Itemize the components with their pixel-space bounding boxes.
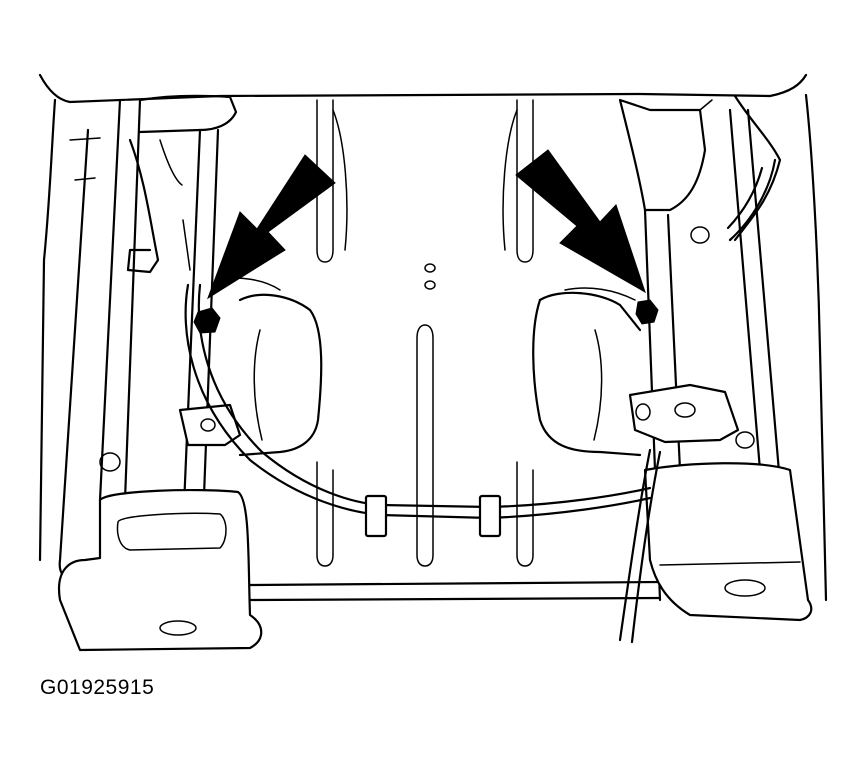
seat-pan-outline (38, 73, 828, 602)
arrow-down-left-icon (207, 154, 336, 300)
seat-frame-illustration (38, 73, 828, 652)
seat-bolt-left (193, 307, 221, 334)
arrow-down-right-icon (515, 149, 646, 294)
floor-pan (214, 99, 642, 567)
figure-code: G01925915 (40, 676, 155, 699)
right-seat-track (618, 94, 813, 622)
wiring-harness (184, 158, 777, 644)
seat-bolt-right (635, 299, 659, 325)
left-seat-track (57, 94, 263, 652)
